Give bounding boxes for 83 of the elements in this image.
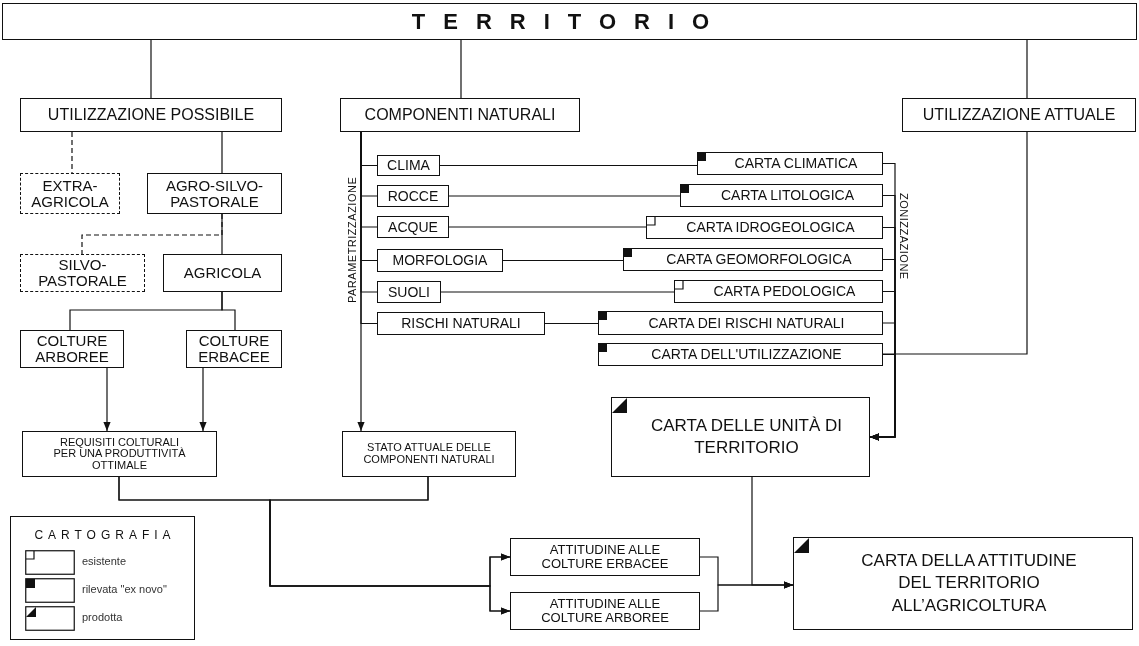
node-label: MORFOLOGIA (392, 253, 488, 268)
process-box (186, 330, 282, 368)
node-label: CARTA CLIMATICA (734, 156, 858, 171)
connector (448, 195, 681, 197)
process-box (510, 538, 700, 576)
map-box (680, 184, 883, 207)
process-box (22, 431, 217, 477)
process-box (377, 281, 441, 303)
node-label: CARTA GEOMORFOLOGICA (666, 252, 852, 267)
node-label: CARTA LITOLOGICA (720, 188, 854, 203)
dashed-box (20, 173, 120, 214)
process-box (377, 155, 440, 176)
connector (440, 291, 675, 293)
node-label: ROCCE (387, 188, 439, 204)
connector (221, 291, 236, 331)
process-box (340, 98, 580, 132)
connector (199, 367, 207, 432)
dashed-box (20, 254, 145, 292)
map-box (611, 397, 870, 477)
node-label: COLTURE ARBOREE (34, 333, 110, 365)
node-label: CARTA DEI RISCHI NATURALI (648, 315, 845, 331)
node-label: REQUISITI COLTURALI PER UNA PRODUTTIVITÀ OTTIMALE (52, 436, 187, 472)
node-label: EXTRA-AGRICOLA (30, 177, 110, 210)
connector (1026, 39, 1028, 99)
connector (439, 164, 698, 167)
legend-label: rilevata "ex novo" (82, 583, 167, 595)
connector (221, 213, 223, 255)
node-label: CARTA DELL'UTILIZZAZIONE (651, 347, 842, 362)
connector (544, 322, 599, 325)
process-box (20, 330, 124, 368)
connector (448, 226, 647, 228)
connector (269, 476, 511, 615)
connector (502, 259, 624, 262)
map-box (598, 311, 883, 335)
node-label: TERRITORIO (411, 9, 728, 34)
axis-annotation: ZONIZZAZIONE (898, 191, 910, 282)
node-label: UTILIZZAZIONE POSSIBILE (47, 106, 255, 124)
process-box (163, 254, 282, 292)
map-box (674, 280, 883, 303)
connector (150, 39, 152, 99)
legend-title: CARTOGRAFIA (33, 528, 177, 542)
connector (882, 131, 1028, 355)
map-box (697, 152, 883, 175)
process-box (20, 98, 282, 132)
node-label: COLTURE ERBACEE (197, 333, 271, 365)
map-box (598, 343, 883, 366)
process-box (377, 249, 503, 272)
connector (460, 39, 462, 99)
node-label: CARTA DELLE UNITÀ DI TERRITORIO (649, 414, 844, 459)
node-label: AGRO-SILVO-PASTORALE (164, 177, 265, 210)
node-label: RISCHI NATURALI (401, 316, 521, 331)
node-label: STATO ATTUALE DELLE COMPONENTI NATURALI (362, 442, 496, 466)
node-label: CARTA PEDOLOGICA (713, 284, 856, 299)
process-box (342, 431, 516, 477)
process-box (2, 3, 1137, 40)
connector (103, 367, 111, 432)
node-label: ATTITUDINE ALLE COLTURE ERBACEE (540, 543, 670, 571)
process-box (377, 216, 449, 238)
node-label: AGRICOLA (183, 265, 262, 281)
node-label: SILVO-PASTORALE (37, 257, 128, 289)
process-box (377, 185, 449, 207)
process-box (902, 98, 1136, 132)
connector (751, 476, 794, 589)
connector (869, 353, 896, 441)
map-box (646, 216, 883, 239)
node-label: CLIMA (387, 158, 430, 173)
node-label: COMPONENTI NATURALI (364, 106, 556, 124)
node-label: ATTITUDINE ALLE COLTURE ARBOREE (540, 597, 670, 625)
process-box (147, 173, 282, 214)
connector (221, 131, 223, 174)
node-label: CARTA DELLA ATTITUDINE DEL TERRITORIO ALL’AGRICOLTURA (860, 550, 1078, 617)
node-label: ACQUE (388, 219, 438, 235)
legend-label: esistente (82, 555, 127, 567)
connector (357, 131, 365, 432)
node-label: CARTA IDROGEOLOGICA (686, 220, 855, 235)
node-label: UTILIZZAZIONE ATTUALE (922, 106, 1116, 124)
map-box (793, 537, 1133, 630)
process-box (510, 592, 700, 630)
legend-label: prodotta (82, 611, 123, 623)
axis-annotation: PARAMETRIZZAZIONE (346, 175, 358, 306)
node-label: SUOLI (388, 284, 430, 300)
map-box (623, 248, 883, 271)
process-box (377, 312, 545, 335)
